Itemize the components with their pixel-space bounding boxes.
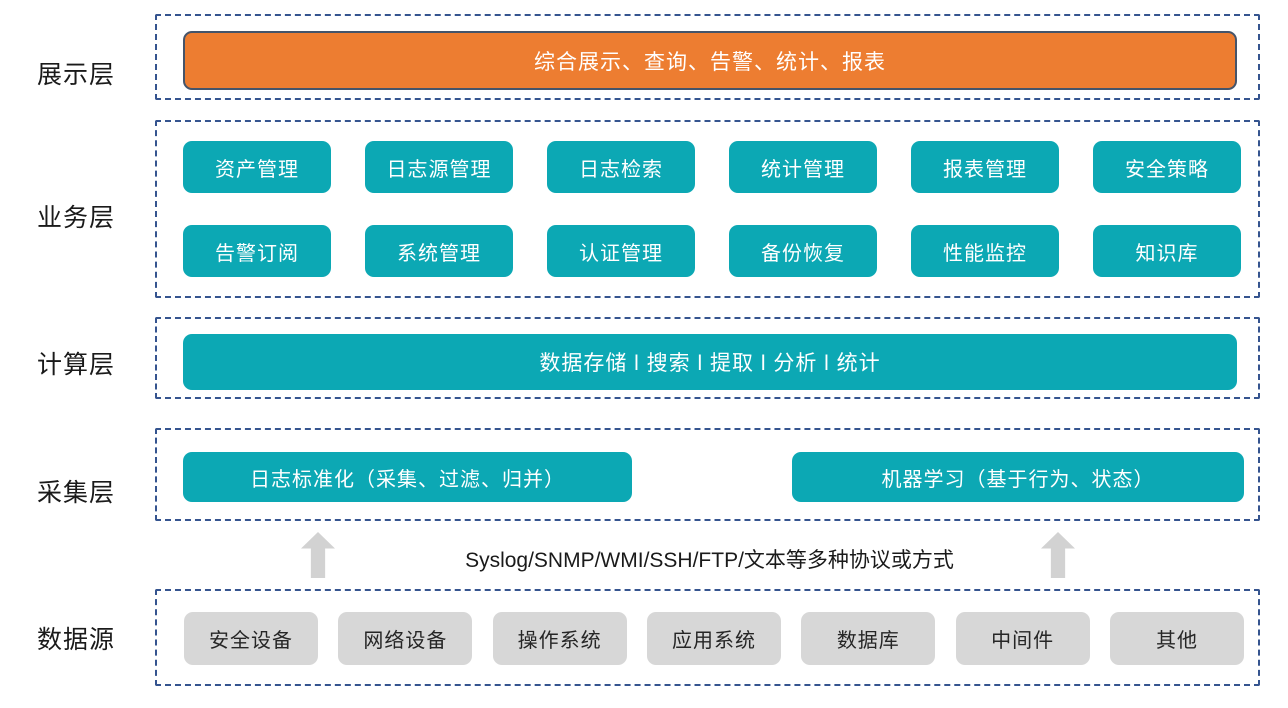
business-chip-auth-mgmt: 认证管理 bbox=[547, 225, 695, 277]
business-chip-system-mgmt: 系统管理 bbox=[365, 225, 513, 277]
datasource-chip-security-device: 安全设备 bbox=[184, 612, 318, 665]
business-chip-logsource-mgmt: 日志源管理 bbox=[365, 141, 513, 193]
presentation-layer-container: 综合展示、查询、告警、统计、报表 bbox=[155, 14, 1260, 100]
datasource-chip-network-device: 网络设备 bbox=[338, 612, 473, 665]
layer-label-business: 业务层 bbox=[36, 204, 115, 232]
collection-layer-container: 日志标准化（采集、过滤、归并） 机器学习（基于行为、状态） bbox=[155, 428, 1260, 521]
datasource-layer-container: 安全设备 网络设备 操作系统 应用系统 数据库 中间件 其他 bbox=[155, 589, 1260, 686]
datasource-chip-os: 操作系统 bbox=[492, 612, 627, 665]
compute-layer-container: 数据存储 l 搜索 l 提取 l 分析 l 统计 bbox=[155, 317, 1260, 399]
layer-label-presentation: 展示层 bbox=[36, 61, 115, 89]
compute-bar: 数据存储 l 搜索 l 提取 l 分析 l 统计 bbox=[183, 334, 1237, 390]
business-row-1: 资产管理 日志源管理 日志检索 统计管理 报表管理 安全策略 bbox=[183, 141, 1241, 193]
layer-label-compute: 计算层 bbox=[36, 351, 115, 379]
datasource-chip-database: 数据库 bbox=[801, 612, 936, 665]
datasource-chip-app-system: 应用系统 bbox=[646, 612, 781, 665]
business-chip-report-mgmt: 报表管理 bbox=[911, 141, 1059, 193]
presentation-bar: 综合展示、查询、告警、统计、报表 bbox=[183, 31, 1237, 90]
business-chip-perf-monitor: 性能监控 bbox=[911, 225, 1059, 277]
layer-label-collection: 采集层 bbox=[36, 479, 115, 507]
business-chip-knowledge-base: 知识库 bbox=[1093, 225, 1241, 277]
datasource-chip-other: 其他 bbox=[1109, 612, 1244, 665]
collection-box-machine-learning: 机器学习（基于行为、状态） bbox=[792, 452, 1244, 502]
business-row-2: 告警订阅 系统管理 认证管理 备份恢复 性能监控 知识库 bbox=[183, 225, 1241, 277]
business-chip-security-policy: 安全策略 bbox=[1093, 141, 1241, 193]
datasource-chip-middleware: 中间件 bbox=[955, 612, 1090, 665]
business-chip-asset-mgmt: 资产管理 bbox=[183, 141, 331, 193]
business-chip-stats-mgmt: 统计管理 bbox=[729, 141, 877, 193]
business-chip-log-search: 日志检索 bbox=[547, 141, 695, 193]
transport-protocols-text: Syslog/SNMP/WMI/SSH/FTP/文本等多种协议或方式 bbox=[465, 549, 954, 572]
layer-label-datasource: 数据源 bbox=[36, 626, 115, 654]
collection-box-log-normalization: 日志标准化（采集、过滤、归并） bbox=[183, 452, 632, 502]
datasource-row: 安全设备 网络设备 操作系统 应用系统 数据库 中间件 其他 bbox=[184, 612, 1244, 665]
business-chip-backup-restore: 备份恢复 bbox=[729, 225, 877, 277]
business-chip-alert-subscribe: 告警订阅 bbox=[183, 225, 331, 277]
business-layer-container: 资产管理 日志源管理 日志检索 统计管理 报表管理 安全策略 告警订阅 系统管理… bbox=[155, 120, 1260, 298]
